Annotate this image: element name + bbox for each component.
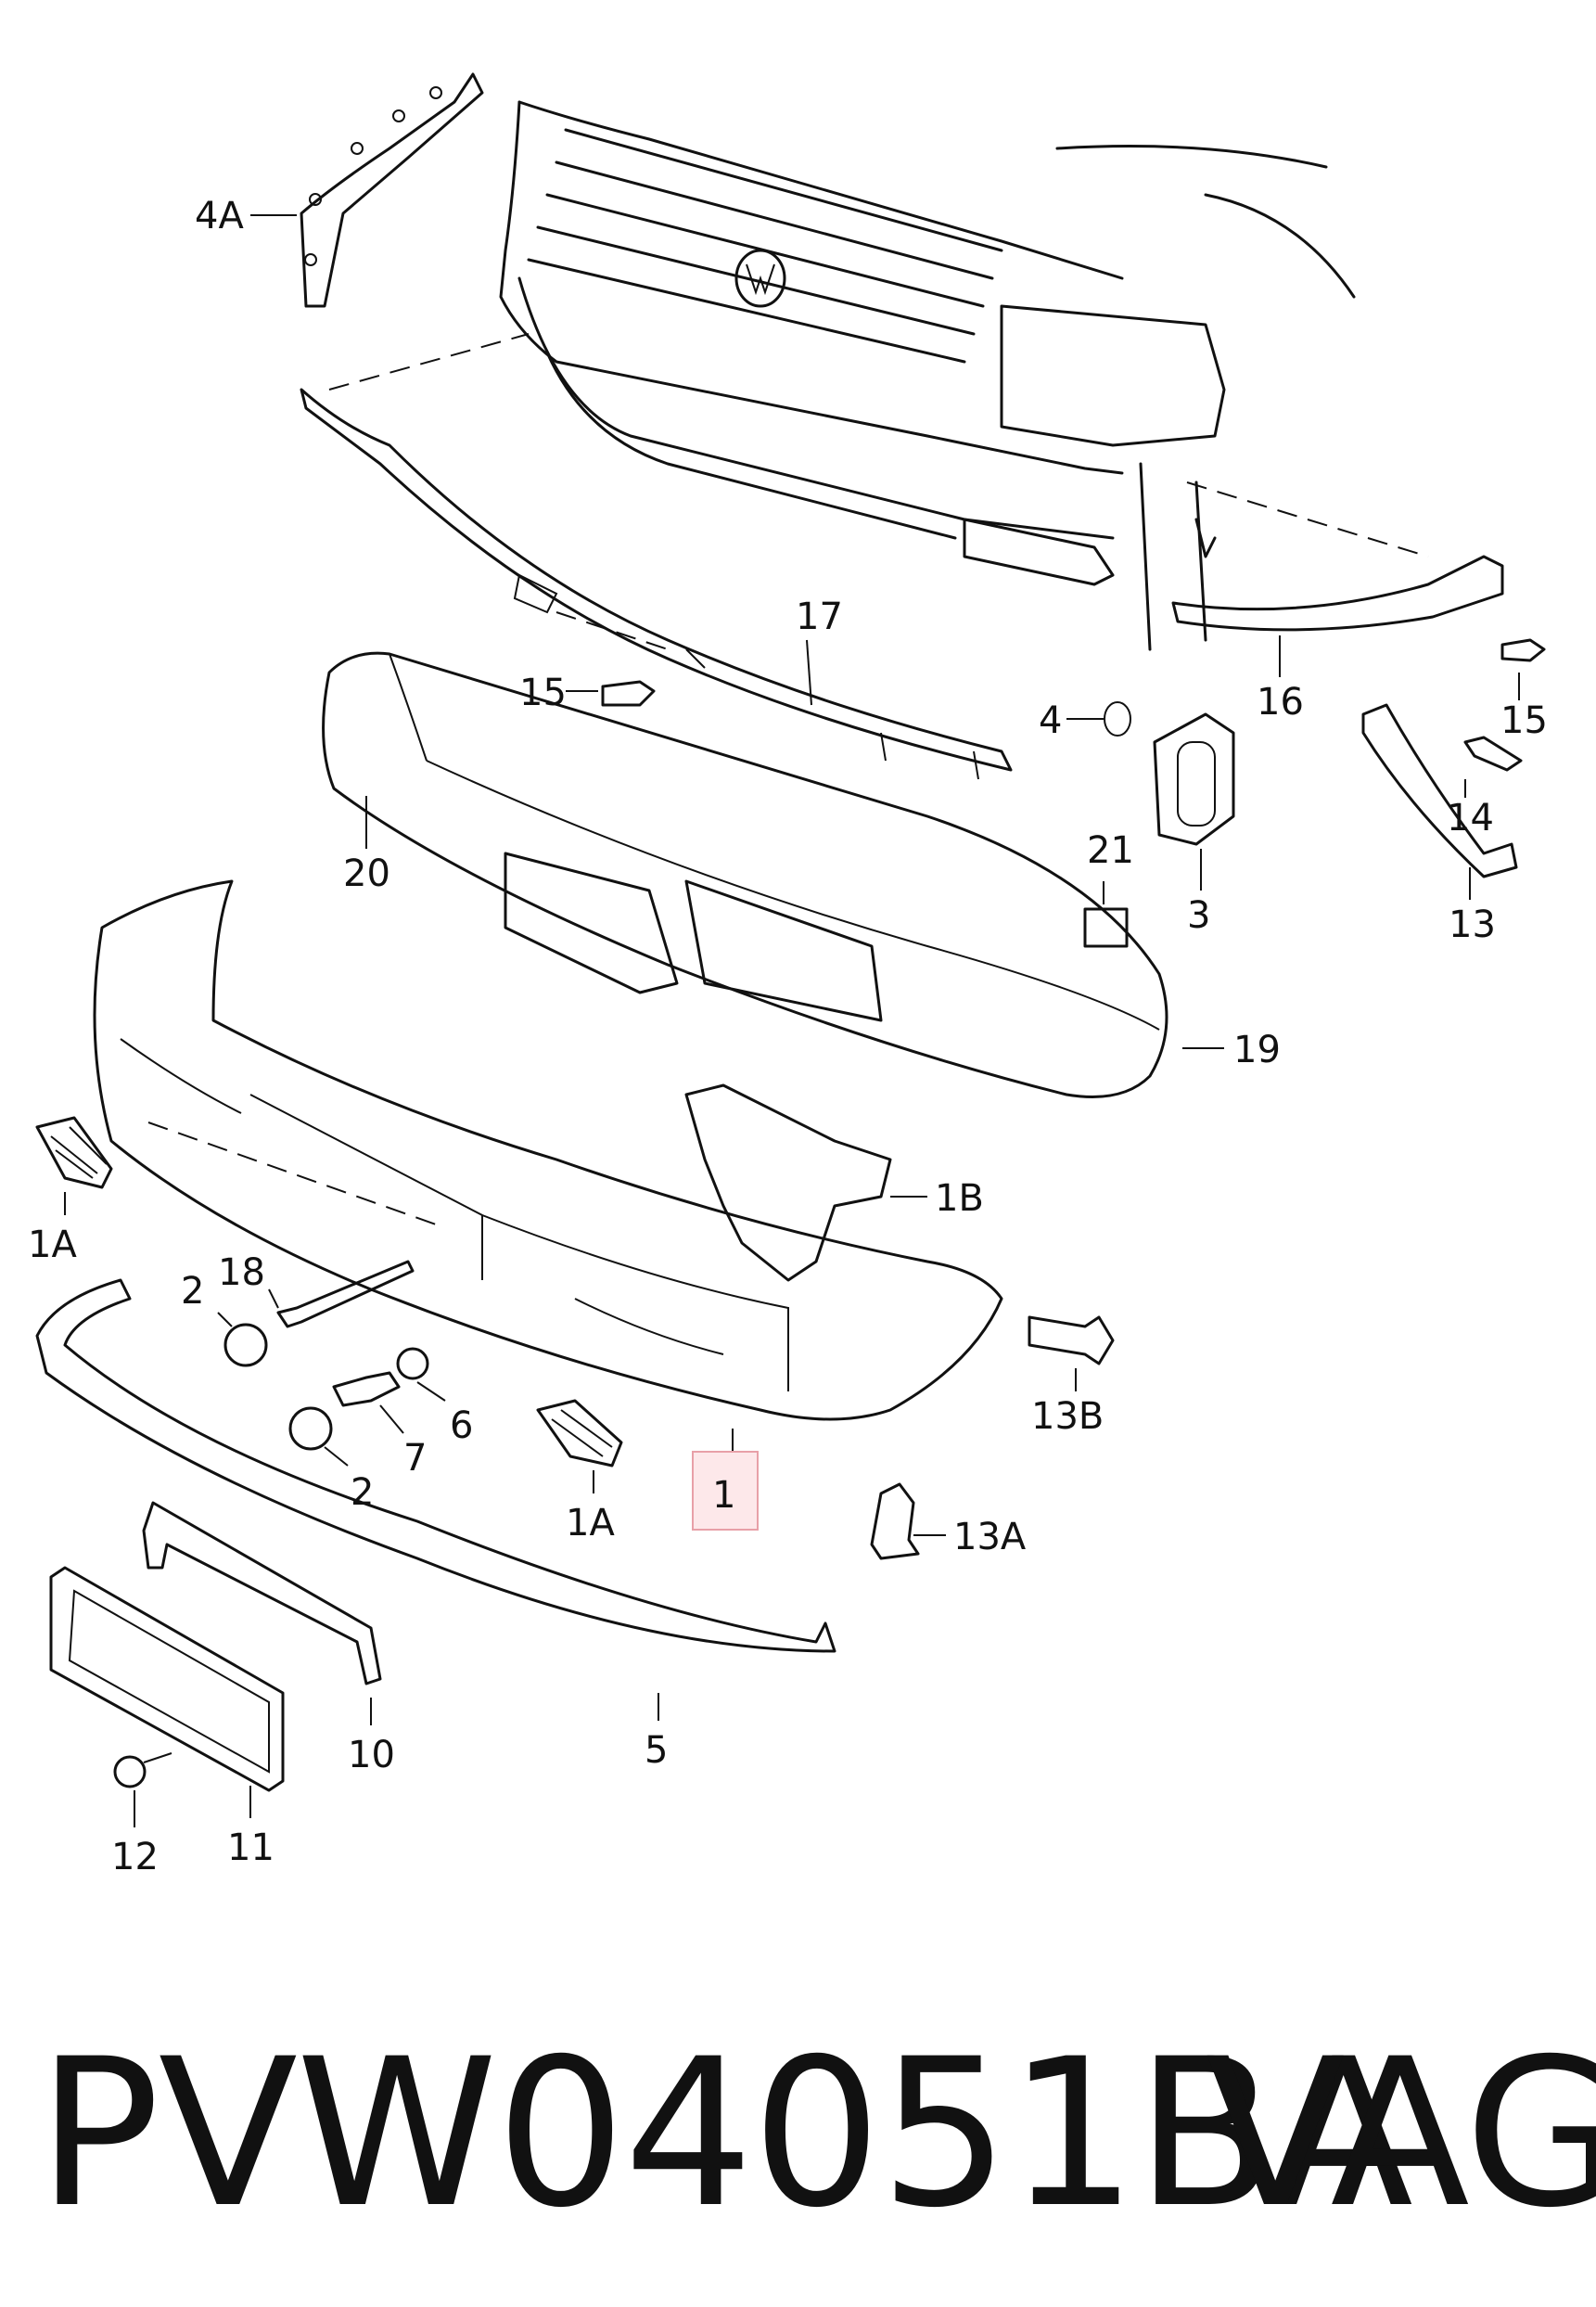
callout-14: 14	[1447, 797, 1494, 839]
callout-4: 4	[1039, 699, 1062, 742]
callout-1a-right: 1A	[566, 1502, 615, 1544]
callout-10: 10	[348, 1734, 395, 1776]
part-7-bolt	[332, 1371, 401, 1407]
fastener-15-right	[1500, 638, 1546, 662]
callout-5: 5	[645, 1729, 668, 1772]
leader-lines	[64, 214, 1520, 1827]
part-5-spoiler	[35, 1278, 836, 1653]
callout-1: 1	[712, 1474, 735, 1517]
part-18-screw	[276, 1260, 415, 1328]
fastener-14-bolt	[1463, 736, 1523, 772]
part-11-plate-frame	[49, 1566, 285, 1792]
part-1-bumper-cover	[93, 879, 1003, 1421]
callout-1a-left: 1A	[28, 1224, 77, 1266]
part-16-bracket	[1171, 481, 1504, 632]
callout-21: 21	[1087, 829, 1134, 872]
part-13b-bolt	[1028, 1315, 1115, 1365]
callout-16: 16	[1257, 681, 1304, 724]
part-number: PVW04051BA	[37, 2015, 1413, 2252]
car-front-body	[499, 100, 1356, 651]
brand-name: VAG	[1206, 2015, 1596, 2252]
callout-labels: 4A 17 15 20 4 3 16 15 14 13 21 19 1B 1A …	[28, 195, 1548, 1878]
callout-17: 17	[796, 596, 843, 638]
highlight-box-part-1	[692, 1451, 759, 1531]
part-13a-clip	[870, 1482, 920, 1560]
callout-6: 6	[450, 1404, 473, 1447]
part-2-cap-lower	[288, 1406, 333, 1451]
callout-2-upper: 2	[181, 1270, 204, 1313]
callout-4a: 4A	[195, 195, 244, 237]
vw-emblem-icon	[734, 249, 786, 308]
callout-15-left: 15	[519, 672, 567, 714]
part-20-energy-absorber	[322, 651, 1168, 1098]
callout-3: 3	[1187, 894, 1210, 937]
part-1a-grille-left	[35, 1116, 113, 1189]
part-4-washer	[1104, 701, 1131, 737]
callout-18: 18	[218, 1251, 265, 1294]
part-1b-bracket	[684, 1083, 892, 1282]
part-13-bracket	[1361, 703, 1518, 878]
callout-13: 13	[1449, 904, 1496, 946]
callout-12: 12	[111, 1836, 159, 1878]
part-10-plate-bracket	[142, 1501, 382, 1685]
callout-15-right: 15	[1500, 699, 1548, 742]
part-12-screw	[113, 1752, 172, 1788]
callout-19: 19	[1233, 1029, 1281, 1071]
callout-1b: 1B	[935, 1177, 984, 1220]
callout-13b: 13B	[1031, 1395, 1104, 1438]
part-4a-bracket	[300, 72, 484, 308]
callout-2-lower: 2	[351, 1471, 374, 1514]
callout-7: 7	[403, 1437, 427, 1480]
part-2-cap-upper	[223, 1323, 268, 1367]
part-3-tow-hook-cover	[1104, 701, 1235, 846]
fastener-15-left	[601, 680, 656, 707]
callout-13a: 13A	[953, 1516, 1027, 1558]
part-21-clip	[1083, 907, 1129, 948]
part-17-carrier	[300, 333, 1013, 780]
part-1a-grille-right	[536, 1399, 623, 1468]
part-6-washer	[396, 1347, 429, 1380]
part-footer: PVW04051BA VAG	[0, 1994, 1596, 2273]
callout-11: 11	[227, 1826, 275, 1869]
callout-20: 20	[343, 852, 390, 895]
